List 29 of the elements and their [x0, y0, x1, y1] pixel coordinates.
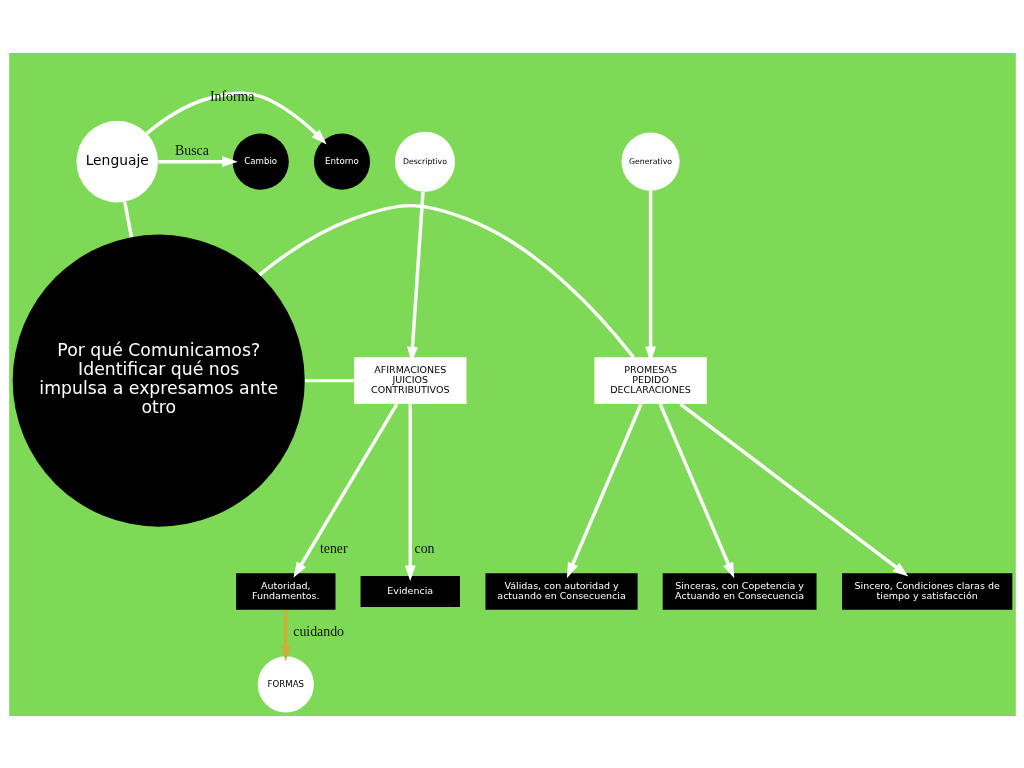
connector [257, 203, 635, 358]
node-box: Sincero, Condiciones claras de tiempo y satisfacción [841, 572, 1012, 610]
arrow [404, 403, 416, 581]
edge-label: con [414, 540, 435, 556]
edge-label: tener [319, 540, 348, 556]
arrow [145, 90, 327, 144]
node-circle: Entorno [313, 133, 370, 190]
node-box: Válidas, con autoridad y actuando en Consecuencia [484, 572, 638, 610]
node-circle: FORMAS [257, 655, 314, 713]
node-circle: Por qué Comunicamos? Identificar qué nos impulsa a expresamos ante otro [12, 234, 305, 527]
edge-label: cuidando [292, 623, 344, 639]
connector [122, 201, 133, 237]
node-circle: Descriptivo [394, 131, 455, 192]
node-circle: Cambio [232, 133, 289, 190]
edge-label: Busca [174, 142, 209, 158]
node-box: Autoridad, Fundamentos. [235, 572, 335, 610]
node-box: Evidencia [360, 575, 460, 607]
arrow [566, 403, 642, 578]
arrow [157, 155, 238, 167]
arrow [292, 402, 398, 578]
node-box: PROMESAS PEDIDO DECLARACIONES [593, 356, 707, 404]
connector [304, 378, 354, 382]
arrow [658, 403, 734, 578]
arrow [279, 609, 291, 661]
node-circle: Generativo [621, 132, 680, 191]
node-box: Sinceras, con Copetencia y Actuando en Consecuencia [662, 572, 817, 610]
node-circle: Lenguaje [75, 120, 158, 202]
arrow [678, 402, 908, 576]
node-box: AFIRMACIONES JUICIOS CONTRIBUTIVOS [353, 356, 466, 404]
